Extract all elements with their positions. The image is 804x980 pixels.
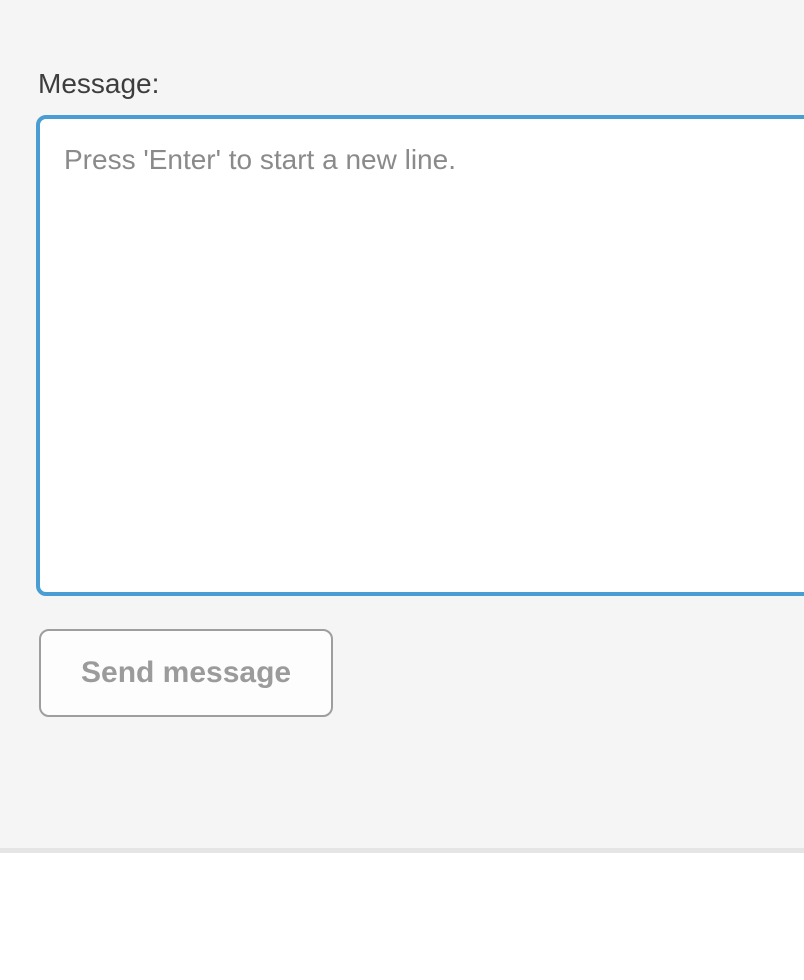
- message-label: Message:: [38, 68, 160, 99]
- section-divider: [0, 848, 804, 853]
- send-message-button[interactable]: Send message: [39, 629, 334, 717]
- bottom-whitespace: [0, 853, 804, 980]
- message-textarea[interactable]: [36, 115, 804, 596]
- message-form-section: Message: Send message: [36, 68, 804, 717]
